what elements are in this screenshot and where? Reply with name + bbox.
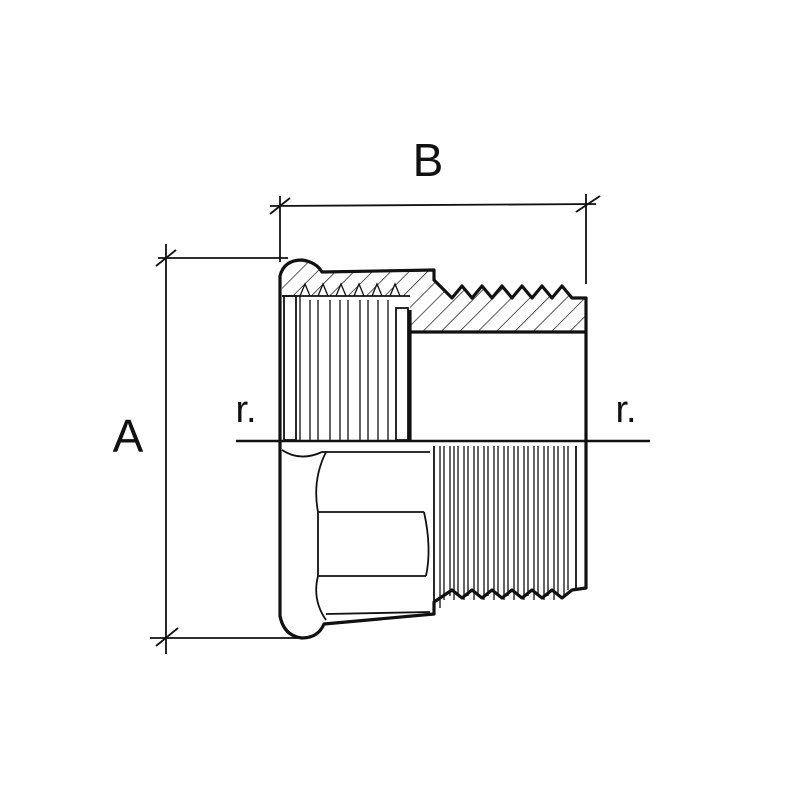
thread-label-right: r.	[615, 389, 636, 431]
dimension-a	[150, 244, 298, 654]
upper-half-section	[278, 258, 588, 441]
female-thread-lines	[283, 282, 409, 441]
dimension-b-label: B	[413, 134, 444, 186]
dimension-a-label: A	[113, 410, 144, 462]
dimension-b	[269, 194, 601, 284]
male-thread-lines	[433, 446, 577, 612]
thread-label-left: r.	[235, 389, 256, 431]
lower-half-view	[278, 441, 588, 640]
